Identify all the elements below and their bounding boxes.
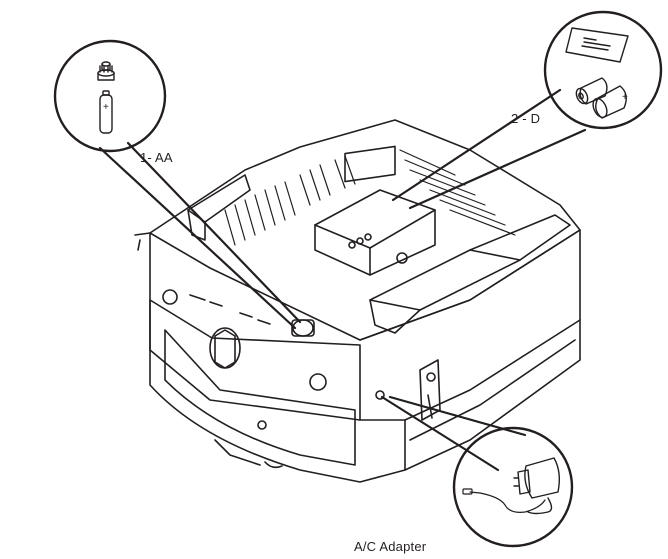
d-battery-icon-2 (592, 85, 627, 119)
aa-plus-mark: + (103, 102, 109, 113)
leader-lines (98, 88, 587, 472)
label-ac-adapter: A/C Adapter (354, 539, 427, 554)
vent-grille (224, 149, 516, 246)
label-d-battery: 2 - D (511, 111, 541, 126)
aa-battery-slot (291, 319, 315, 337)
side-rail (134, 232, 151, 251)
callout-circle-aa (53, 39, 167, 153)
ac-adapter-icon (513, 457, 561, 515)
d-plus-mark: + (622, 92, 628, 103)
battery-compartment (314, 145, 436, 276)
carry-handle-right (369, 214, 571, 334)
aa-cap-icon (97, 61, 115, 81)
adapter-cord-icon (462, 488, 546, 513)
front-buttons (162, 289, 385, 430)
battery-cover-icon (565, 27, 629, 63)
callout-circle-d (543, 10, 663, 130)
carry-handle-left (187, 174, 251, 241)
callout-circle-adapter (452, 426, 574, 548)
label-aa-battery: 1- AA (140, 150, 173, 165)
control-knob (209, 327, 241, 369)
aa-battery-icon (99, 90, 113, 134)
d-battery-icon-1 (575, 77, 608, 105)
